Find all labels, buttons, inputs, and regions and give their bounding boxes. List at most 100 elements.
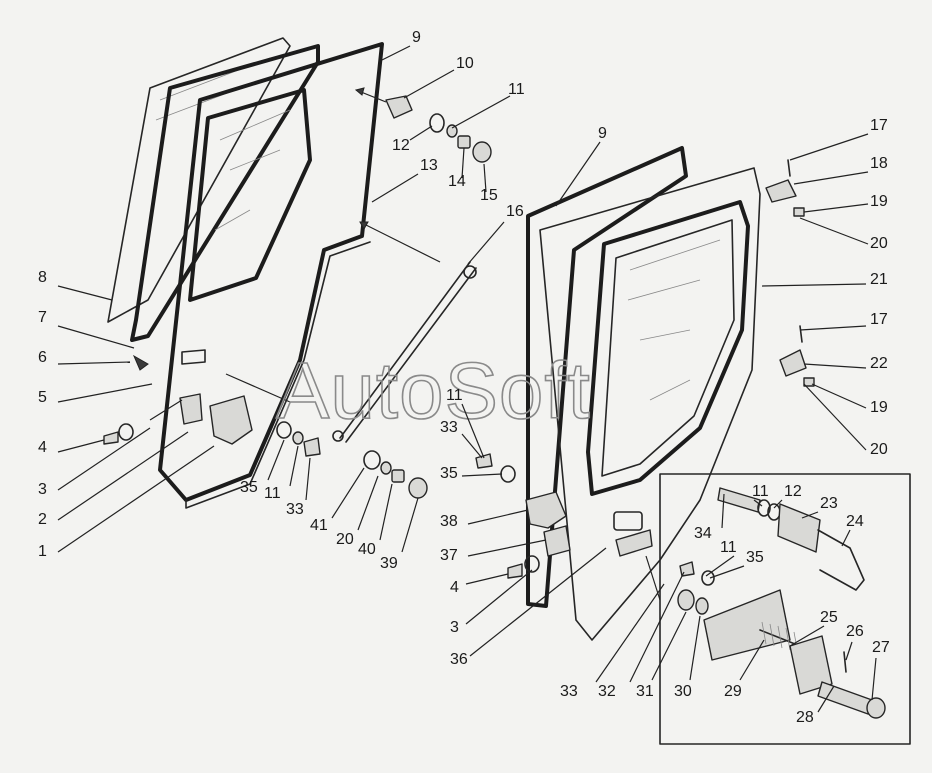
- callout-label: 33: [286, 501, 304, 518]
- callout-label: 16: [506, 203, 524, 220]
- callout-label: 34: [694, 525, 712, 542]
- callout-label: 7: [38, 309, 47, 326]
- callout-label: 38: [440, 513, 458, 530]
- door-frame: [158, 42, 384, 502]
- callout-label: 37: [440, 547, 458, 564]
- leader-line: [469, 547, 607, 657]
- leader-line: [267, 439, 285, 481]
- callout-label: 3: [38, 481, 47, 498]
- washer: [429, 113, 445, 133]
- watermark: AutoSoft: [276, 346, 591, 435]
- callout-label: 13: [420, 157, 438, 174]
- glass-right-hatch: [627, 239, 721, 401]
- leader-line: [57, 383, 153, 403]
- callout-label: 29: [724, 683, 742, 700]
- cap: [472, 141, 492, 163]
- nut: [457, 135, 471, 149]
- callout-label: 20: [870, 235, 888, 252]
- cam-washer: [677, 589, 695, 611]
- leader-line: [841, 529, 851, 547]
- leader-lines: [57, 45, 877, 713]
- latch-right: [543, 525, 571, 557]
- lock-washer: [446, 124, 458, 138]
- glass-pane: [107, 37, 291, 323]
- retaining-pin: [843, 651, 847, 673]
- leader-line: [811, 383, 867, 409]
- callout-label: 11: [720, 539, 737, 556]
- leader-line: [753, 499, 763, 507]
- callout-label: 17: [870, 311, 888, 328]
- leader-line: [465, 573, 509, 585]
- callout-label: 23: [820, 495, 838, 512]
- detail-frame: [659, 473, 911, 745]
- leader-line: [789, 625, 825, 647]
- pin-lower: [799, 325, 803, 343]
- leader-line: [817, 685, 835, 713]
- callout-label: 1: [38, 543, 47, 560]
- leader-line: [483, 163, 487, 193]
- callout-label: 14: [448, 173, 466, 190]
- rod-eye: [463, 265, 477, 279]
- leader-line: [803, 363, 867, 369]
- leader-line: [705, 555, 735, 577]
- spacer: [695, 597, 709, 615]
- callout-label: 40: [358, 541, 376, 558]
- rod-arrow-head: [359, 221, 369, 231]
- callout-label: 33: [440, 419, 458, 436]
- window-frame-seal: [188, 88, 312, 302]
- screw-detail: [679, 561, 695, 577]
- washer-detail-c: [701, 570, 715, 586]
- spring-coils: [761, 621, 799, 655]
- nut-handle: [391, 469, 405, 483]
- leader-line: [465, 569, 533, 625]
- right-door-assembly: [475, 146, 815, 641]
- callout-label: 15: [480, 187, 498, 204]
- callout-label: 30: [674, 683, 692, 700]
- glass-seal: [130, 44, 320, 342]
- callout-label: 27: [872, 639, 890, 656]
- lock-cylinder-hole: [613, 511, 643, 531]
- handle-detail-view: [645, 473, 911, 745]
- rod-arrow: [359, 221, 441, 263]
- callout-label: 41: [310, 517, 328, 534]
- leader-line: [409, 125, 433, 141]
- callout-label: 11: [264, 485, 281, 502]
- leader-line: [467, 539, 547, 557]
- door-rod: [339, 261, 477, 443]
- washer-detail-a: [757, 499, 771, 517]
- callout-label: 35: [746, 549, 764, 566]
- callout-label: 39: [380, 555, 398, 572]
- washer-right: [524, 555, 540, 573]
- callout-label: 18: [870, 155, 888, 172]
- handle-lever: [817, 529, 865, 591]
- window-frame-right: [586, 200, 750, 496]
- callout-label: 11: [752, 483, 769, 500]
- inner-handle: [615, 529, 653, 557]
- door-bracket: [181, 349, 206, 365]
- washer-right-upper: [500, 465, 516, 483]
- callout-label: 11: [508, 81, 525, 98]
- hinge-lower: [779, 349, 807, 377]
- leader-line: [57, 445, 215, 553]
- leader-line: [403, 69, 455, 99]
- leader-line: [871, 657, 877, 701]
- leader-line: [773, 499, 783, 509]
- callout-label: 33: [560, 683, 578, 700]
- callout-label: 35: [240, 479, 258, 496]
- callout-label: 3: [450, 619, 459, 636]
- door-panel-right: [539, 167, 761, 641]
- leader-line: [57, 285, 113, 301]
- callout-label: 8: [38, 269, 47, 286]
- assembly-arrow: [225, 373, 291, 403]
- leader-line: [555, 141, 601, 207]
- callout-label: 4: [450, 579, 459, 596]
- leader-line: [381, 45, 411, 61]
- leader-line: [789, 133, 869, 161]
- callout-label: 25: [820, 609, 838, 626]
- rod-end: [332, 430, 344, 442]
- callout-label: 4: [38, 439, 47, 456]
- spring-line: [149, 399, 183, 421]
- lock-key-head: [866, 697, 886, 719]
